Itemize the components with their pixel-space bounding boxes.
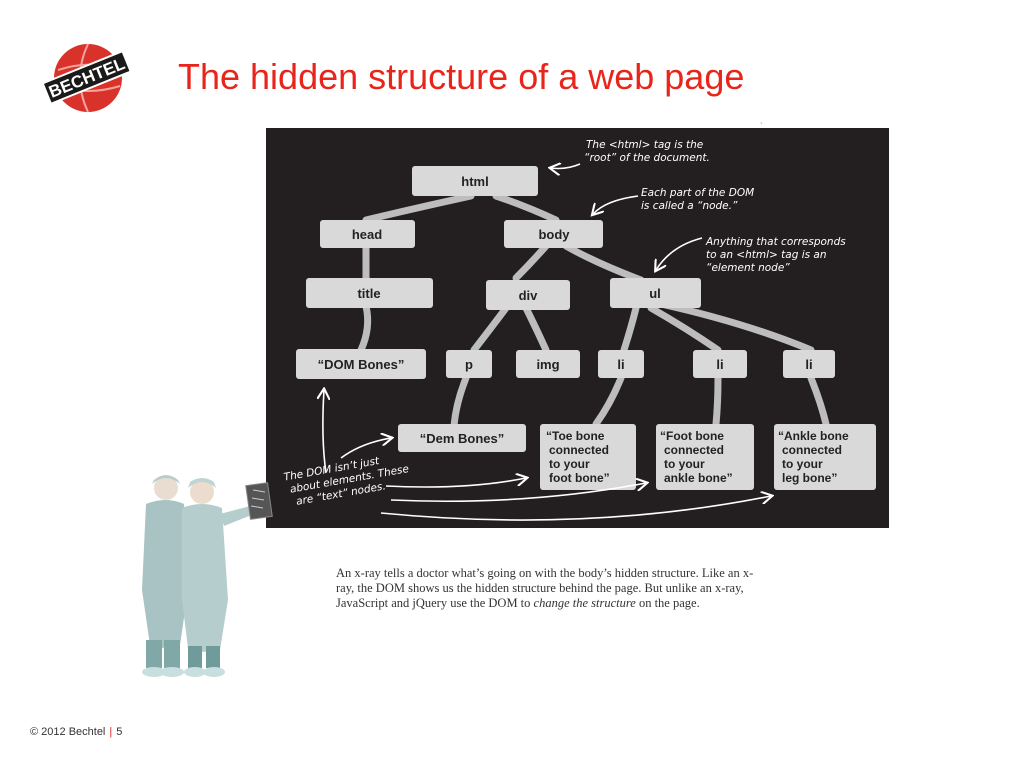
node-li-1: li [617,357,624,372]
caption-emphasis: change the structure [533,596,636,610]
foot-line-1: “Foot bone [660,429,724,443]
edge-div-p [470,304,510,354]
arrow-text-dem-bones [340,438,391,459]
foot-line-2: connected [664,443,724,457]
caption-paragraph: An x-ray tells a doctor what’s going on … [336,566,756,611]
arrow-root [551,164,581,169]
foot-line-4: ankle bone” [664,471,733,485]
arrow-element [656,237,703,270]
node-head-box [320,220,415,248]
node-li-2: li [716,357,723,372]
node-li3-box [783,350,835,378]
node-p: p [465,357,473,372]
footer-separator: | [109,726,113,738]
dom-tree-diagram: html head body title div ul “DOM Bones” … [266,128,889,528]
edge-html-head [362,192,475,224]
arrow-text-dom-bones [323,390,326,474]
node-ul: ul [649,286,661,301]
slide-title: The hidden structure of a web page [178,56,745,97]
node-ul-box [610,278,701,308]
annotation-root-2: “root” of the document. [584,152,710,164]
footer-copyright: © 2012 Bechtel [30,726,106,738]
dom-tree-svg: html head body title div ul “DOM Bones” … [283,139,876,521]
tree-edges [357,192,830,430]
edge-ul-li2 [647,304,722,354]
ankle-line-4: leg bone” [782,471,837,485]
node-foot-box [656,424,754,490]
toe-line-4: foot bone” [549,471,610,485]
arrow-text-toe [385,478,526,488]
annotation-element-3: “element node” [706,262,790,274]
stray-mark: ˎ [760,114,764,125]
annotation-node-2: is called a “node.” [641,200,738,212]
annotation-arrows [323,164,771,521]
foot-line-3: to your [664,457,705,471]
node-body-box [504,220,603,248]
edge-ul-li1 [620,304,640,354]
caption-part-1: An x-ray tells a doctor what’s going on … [336,566,754,610]
bechtel-logo: BECHTEL [42,43,132,113]
node-dom-bones: “DOM Bones” [318,357,405,372]
node-div-box [486,280,570,310]
arrow-text-foot [390,483,646,503]
toe-line-2: connected [549,443,609,457]
edge-li3-text [807,374,830,428]
node-li-3: li [805,357,812,372]
edge-div-img [522,304,550,354]
node-html: html [461,174,488,189]
node-li2-box [693,350,747,378]
node-toe-box [540,424,636,490]
node-body: body [538,227,570,242]
doctors-illustration [142,475,273,677]
slide-footer: © 2012 Bechtel|5 [30,726,122,738]
toe-line-3: to your [549,457,590,471]
node-title-box [306,278,433,308]
edge-p-text [450,374,470,430]
page-number: 5 [116,726,123,738]
node-img-box [516,350,580,378]
annotation-root-1: The <html> tag is the [586,139,703,151]
edge-li2-text [712,374,722,428]
caption-part-2: on the page. [635,596,700,610]
ankle-line-3: to your [782,457,823,471]
node-dem-bones-box [398,424,526,452]
arrow-node [593,195,639,214]
edge-title-text [357,302,372,354]
edge-body-ul [562,242,645,284]
node-p-box [446,350,492,378]
arrow-text-ankle [380,496,771,521]
node-dom-bones-box [296,349,426,379]
edge-ul-li3 [657,300,815,354]
toe-line-1: “Toe bone [546,429,605,443]
ankle-line-2: connected [782,443,842,457]
node-dem-bones: “Dem Bones” [420,431,505,446]
node-div: div [519,288,539,303]
node-title: title [357,286,380,301]
edge-body-div [512,242,550,282]
ankle-line-1: “Ankle bone [778,429,849,443]
annotation-element-2: to an <html> tag is an [706,249,827,261]
node-img: img [536,357,559,372]
edge-html-body [492,192,560,224]
edge-li1-text [592,374,625,428]
annotation-node-1: Each part of the DOM [641,187,754,199]
node-html-box [412,166,538,196]
node-head: head [352,227,382,242]
node-li1-box [598,350,644,378]
annotation-element-1: Anything that corresponds [705,236,846,248]
node-ankle-box [774,424,876,490]
tree-nodes [296,166,876,490]
